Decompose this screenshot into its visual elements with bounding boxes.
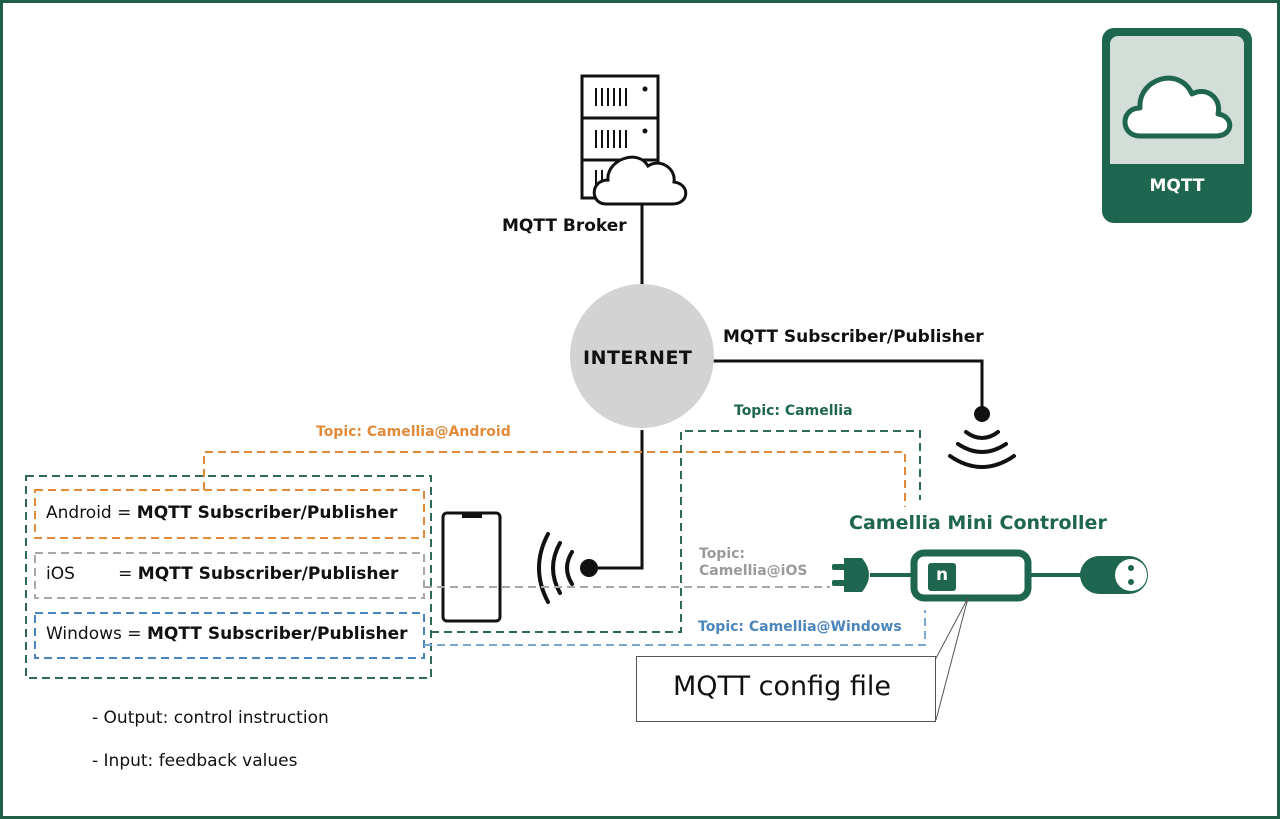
config-callout: MQTT config file — [636, 656, 936, 722]
note-input: - Input: feedback values — [92, 751, 298, 771]
phone-icon — [441, 511, 502, 623]
client-ios: iOS = MQTT Subscriber/Publisher — [46, 564, 398, 584]
broker-label: MQTT Broker — [502, 216, 627, 236]
topic-ios-line1: Topic: — [699, 546, 746, 562]
internet-phone-line — [590, 430, 644, 570]
client-platform: Android — [46, 503, 112, 523]
mqtt-badge: MQTT — [1102, 28, 1252, 223]
client-android: Android = MQTT Subscriber/Publisher — [46, 503, 397, 523]
ios-box-border — [34, 552, 425, 599]
camellia-topic-line — [431, 430, 921, 633]
phone-notch — [462, 513, 482, 518]
client-role: MQTT Subscriber/Publisher — [136, 503, 398, 523]
phone-antenna-dot — [580, 559, 598, 577]
client-role: MQTT Subscriber/Publisher — [137, 564, 399, 584]
socket-hole — [1128, 579, 1134, 585]
client-windows: Windows = MQTT Subscriber/Publisher — [46, 624, 408, 644]
clients-group-border — [25, 475, 432, 679]
internet-node — [570, 284, 714, 428]
controller-wifi-icon — [948, 430, 1016, 469]
phone-wifi-icon — [537, 532, 574, 604]
client-role: MQTT Subscriber/Publisher — [146, 624, 408, 644]
android-box-border — [34, 489, 425, 539]
controller-logo-box — [928, 563, 956, 591]
client-separator: = — [111, 503, 137, 523]
plug-icon — [832, 558, 869, 592]
config-callout-text: MQTT config file — [673, 671, 891, 702]
broker-cloud-icon — [592, 155, 688, 206]
windows-topic-line — [424, 610, 926, 646]
badge-icon-area — [1110, 36, 1244, 164]
badge-label: MQTT — [1149, 176, 1205, 196]
internet-label: INTERNET — [583, 347, 693, 369]
cloud-icon — [1122, 75, 1233, 139]
topic-camellia-label: Topic: Camellia — [734, 403, 853, 419]
topic-windows-label: Topic: Camellia@Windows — [698, 619, 902, 635]
controller-link-label: MQTT Subscriber/Publisher — [723, 327, 984, 347]
controller-title: Camellia Mini Controller — [849, 512, 1107, 534]
client-platform: Windows — [46, 624, 122, 644]
internet-controller-line — [712, 359, 984, 410]
config-callout-pointer — [934, 597, 969, 721]
socket-hole — [1128, 565, 1134, 571]
topic-ios-line2: Camellia@iOS — [699, 563, 808, 579]
client-separator: = — [121, 624, 147, 644]
controller-antenna-dot — [974, 406, 990, 422]
client-platform: iOS — [46, 564, 75, 584]
android-topic-line — [203, 451, 906, 507]
controller-logo: n — [936, 565, 949, 585]
client-separator: = — [74, 564, 138, 584]
socket-face — [1115, 559, 1147, 591]
topic-android-label: Topic: Camellia@Android — [316, 424, 511, 440]
windows-box-border — [34, 612, 425, 659]
note-output: - Output: control instruction — [92, 708, 329, 728]
topic-ios-label: Topic: Camellia@iOS — [699, 546, 807, 580]
